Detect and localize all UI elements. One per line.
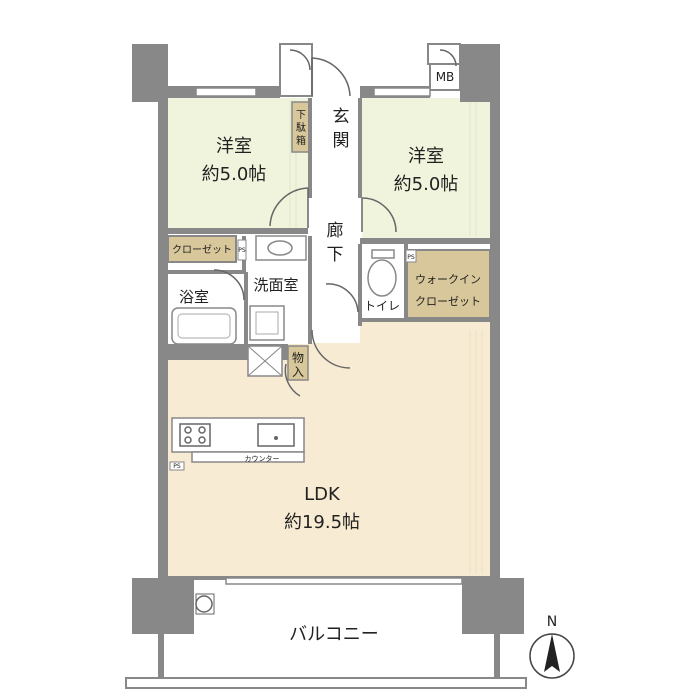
floor-texture <box>289 100 477 236</box>
entrance-label-1: 玄 <box>333 107 350 127</box>
counter-label: カウンター <box>245 454 280 463</box>
entrance-label-2: 関 <box>333 131 350 151</box>
aircon-frame <box>195 593 215 615</box>
column-top-right <box>460 44 500 102</box>
toilet-bowl <box>367 259 397 297</box>
bathtub <box>171 307 237 345</box>
western-room-left-floor <box>168 98 308 230</box>
ps-label-toilet: PS <box>407 254 415 261</box>
western-right-name: 洋室 <box>408 146 444 167</box>
walkin-label-2: クローゼット <box>415 295 481 308</box>
ldk-size: 約19.5帖 <box>284 512 360 533</box>
hallway-floor <box>312 98 360 343</box>
compass-label: N <box>547 614 557 630</box>
toilet-tank <box>371 249 395 259</box>
washing-machine <box>249 305 285 341</box>
windows <box>195 87 463 585</box>
column-bottom-left <box>132 578 194 634</box>
wash-basin-bowl <box>267 240 293 256</box>
western-room-right-floor <box>362 98 490 238</box>
column-top-left <box>132 44 168 102</box>
column-bottom-right <box>462 578 524 634</box>
storage-box <box>287 345 309 381</box>
kitchen-counter <box>171 417 305 453</box>
washing-machine-inner <box>255 311 279 335</box>
door-swings <box>213 49 457 397</box>
ps-box-ldk <box>169 461 185 471</box>
ps-label-ldk: PS <box>173 463 181 470</box>
hallway-label-2: 下 <box>327 245 344 265</box>
walkin-label-1: ウォークイン <box>415 273 481 286</box>
kitchen-back <box>191 451 305 463</box>
aircon-outdoor-unit <box>195 595 213 613</box>
ps-label-upper: PS <box>238 247 246 254</box>
balcony-side-right <box>494 632 500 682</box>
kitchen-sink <box>257 423 295 447</box>
western-right-size: 約5.0帖 <box>394 174 459 195</box>
ps-box-toilet <box>405 249 417 263</box>
mb-box <box>429 61 461 91</box>
shoe-box-label-1: 下 <box>296 110 306 121</box>
balcony-rail <box>125 677 527 689</box>
washroom-label: 洗面室 <box>253 276 298 294</box>
compass: N <box>529 614 575 679</box>
compass-needle-icon <box>544 634 560 672</box>
closet-label: クローゼット <box>172 244 232 256</box>
ps-box-upper <box>237 239 247 261</box>
ldk-name: LDK <box>304 484 341 505</box>
storage-x-line-2 <box>247 345 283 377</box>
stove <box>179 423 211 447</box>
shoe-box-label-3: 箱 <box>296 134 306 147</box>
bathtub-inner <box>177 313 231 339</box>
mb-label: MB <box>436 70 455 84</box>
balcony-label: バルコニー <box>289 624 379 645</box>
western-left-name: 洋室 <box>216 136 252 157</box>
storage-label-2: 入 <box>292 365 304 379</box>
bath-label: 浴室 <box>179 288 209 306</box>
entrance-wall-right <box>427 43 461 65</box>
closet-left <box>167 235 237 263</box>
ldk-texture <box>469 330 483 574</box>
balcony-side-left <box>158 632 164 682</box>
entrance-wall-left <box>279 43 313 97</box>
western-left-size: 約5.0帖 <box>202 164 267 185</box>
wash-basin <box>255 235 307 261</box>
toilet-label: トイレ <box>364 299 400 313</box>
shoe-box-label-2: 駄 <box>296 121 306 134</box>
kitchen-faucet <box>274 436 278 440</box>
storage-label-1: 物 <box>292 351 304 365</box>
hallway-label-1: 廊 <box>327 221 344 241</box>
